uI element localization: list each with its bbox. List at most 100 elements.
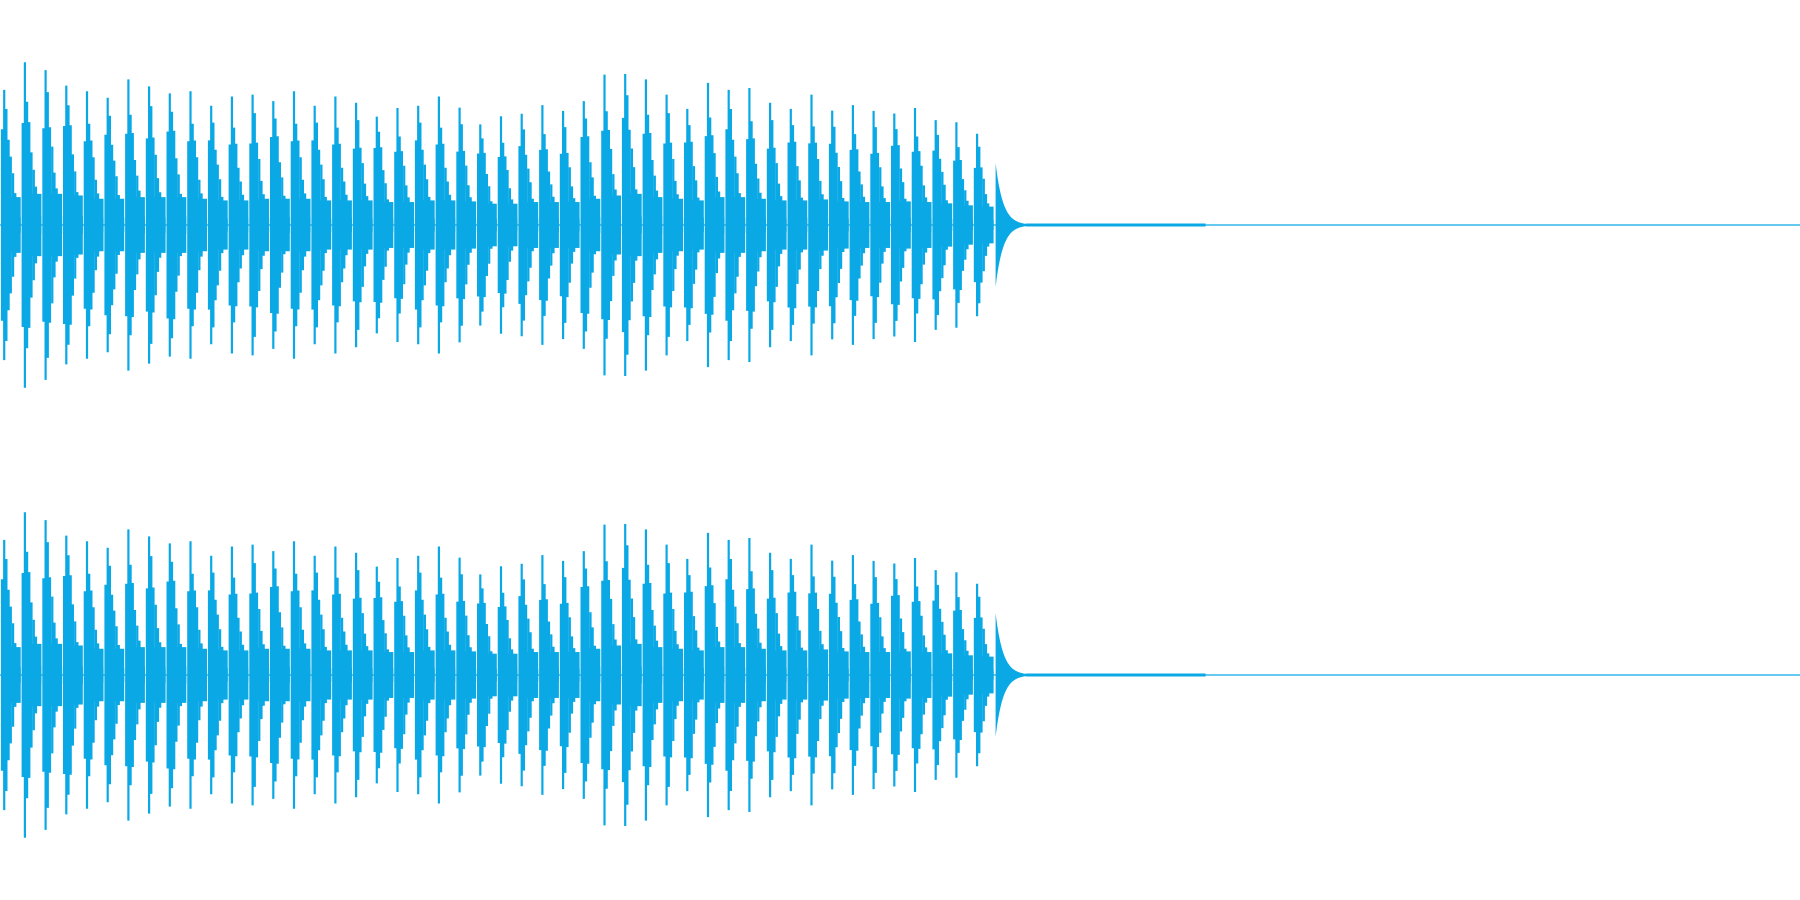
waveform-body	[229, 200, 249, 250]
waveform-body	[726, 647, 746, 703]
waveform-body	[353, 650, 373, 700]
waveform-body	[188, 198, 207, 252]
waveform-body	[374, 652, 394, 698]
waveform-body	[892, 201, 911, 249]
waveform-body	[602, 645, 621, 705]
waveform-body	[478, 203, 497, 247]
waveform-body	[436, 200, 456, 250]
waveform-body	[767, 650, 787, 700]
waveform-body	[954, 655, 973, 695]
waveform-body	[788, 650, 808, 700]
waveform-body	[560, 202, 580, 248]
waveform-body	[333, 200, 352, 250]
waveform-body	[809, 649, 828, 701]
waveform-body	[685, 200, 704, 250]
waveform-body	[519, 202, 539, 248]
waveform-body	[2, 197, 21, 253]
waveform-body	[209, 200, 228, 250]
waveform-body	[747, 648, 766, 702]
waveform-body	[146, 197, 166, 253]
waveform-body	[602, 195, 621, 255]
waveform-body	[830, 201, 849, 249]
waveform-body	[374, 202, 394, 248]
waveform-body	[209, 650, 228, 700]
waveform-body	[2, 647, 21, 703]
waveform-body	[167, 647, 187, 703]
waveform-body	[912, 652, 932, 698]
waveform-body	[312, 200, 332, 250]
waveform-body	[146, 647, 166, 703]
waveform-body	[850, 202, 870, 248]
waveform-channel-1	[0, 62, 1800, 388]
waveform-body	[892, 651, 911, 699]
waveform-body	[498, 653, 518, 697]
waveform-body	[291, 648, 311, 702]
waveform-body	[643, 647, 663, 703]
waveform-decay-tail	[995, 163, 1026, 287]
waveform-body	[126, 197, 145, 253]
waveform-residual	[1025, 223, 1206, 227]
waveform-body	[105, 648, 125, 702]
waveform-body	[705, 647, 725, 703]
waveform-body	[353, 200, 373, 250]
waveform-body	[395, 652, 414, 698]
waveform-body	[871, 652, 891, 698]
waveform-body	[788, 200, 808, 250]
waveform-body	[167, 197, 187, 253]
waveform-body	[64, 645, 83, 705]
waveform-body	[623, 193, 642, 257]
waveform-body	[560, 652, 580, 698]
waveform-body	[540, 652, 559, 698]
waveform-body	[436, 650, 456, 700]
waveform-body	[933, 653, 953, 697]
waveform-body	[830, 651, 849, 699]
waveform-body	[623, 643, 642, 707]
waveform-body	[250, 648, 270, 702]
waveform-body	[457, 651, 477, 699]
waveform-body	[188, 648, 207, 702]
waveform-body	[540, 202, 559, 248]
waveform-body	[291, 198, 311, 252]
waveform-body	[457, 201, 477, 249]
waveform-body	[271, 198, 290, 252]
waveform-body	[705, 197, 725, 253]
waveform-body	[498, 203, 518, 247]
waveform-body	[229, 650, 249, 700]
waveform-body	[871, 202, 891, 248]
waveform-body	[416, 650, 435, 700]
waveform-body	[850, 652, 870, 698]
waveform-body	[954, 205, 973, 245]
waveform-body	[664, 198, 684, 252]
waveform-decay-tail	[995, 613, 1026, 737]
waveform-body	[416, 200, 435, 250]
waveform-body	[767, 200, 787, 250]
waveform-body	[478, 653, 497, 697]
waveform-body	[250, 198, 270, 252]
waveform-body	[271, 648, 290, 702]
waveform-body	[126, 647, 145, 703]
waveform-body	[912, 202, 932, 248]
waveform-body	[974, 656, 994, 694]
waveform-body	[22, 193, 42, 257]
waveform-body	[64, 195, 83, 255]
waveform-body	[333, 650, 352, 700]
waveform-body	[809, 199, 828, 251]
waveform-body	[395, 202, 414, 248]
waveform-body	[105, 198, 125, 252]
waveform-body	[519, 652, 539, 698]
waveform-body	[43, 643, 63, 707]
waveform-body	[581, 648, 601, 702]
waveform-body	[933, 203, 953, 247]
waveform-residual	[1025, 673, 1206, 677]
waveform-body	[312, 650, 332, 700]
waveform-body	[685, 650, 704, 700]
waveform-body	[84, 198, 104, 252]
waveform-body	[664, 648, 684, 702]
waveform-body	[43, 193, 63, 257]
waveform-body	[747, 198, 766, 252]
waveform-body	[581, 198, 601, 252]
waveform-body	[974, 206, 994, 244]
waveform-body	[726, 197, 746, 253]
